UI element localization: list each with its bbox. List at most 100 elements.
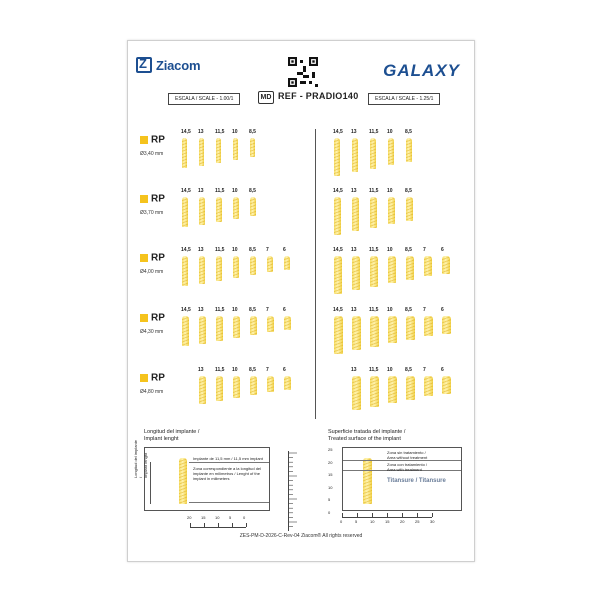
implant-silhouette [216,138,221,163]
length-label: 11,5 [369,129,379,135]
length-label: 11,5 [215,307,225,313]
platform-label: RP [151,372,165,384]
length-label: 8,5 [249,247,256,253]
length-label: 7 [423,247,426,253]
md-badge: MD [258,91,274,104]
surface-diagram-implant [363,458,372,504]
diameter-label: Ø4,30 mm [140,329,164,335]
length-label: 14,5 [333,307,343,313]
surface-section-title: Superficie tratada del implante / Treate… [328,429,405,443]
implant-silhouette [388,316,397,344]
length-label: 8,5 [249,367,256,373]
implant-silhouette [442,256,450,274]
surface-htick-label: 15 [385,519,390,524]
length-title-line2: Implant lenght [144,436,179,442]
length-label: 13 [198,367,204,373]
implant-silhouette [267,376,275,393]
length-label: 10 [232,307,238,313]
length-label: 13 [198,188,204,194]
implant-silhouette [199,376,207,404]
length-diagram: Longitud del implante / Implant lenght I… [133,440,270,511]
implant-color-swatch [140,194,148,203]
implant-color-swatch [140,135,148,144]
length-label: 10 [232,129,238,135]
implant-silhouette [216,197,222,222]
template-sheet: Ziacom GALAXY ESCALA / SCALE - 1.00/1 MD… [127,40,475,562]
implant-silhouette [352,256,360,291]
length-section-title: Longitud del implante / Implant lenght [144,429,199,443]
length-label: 8,5 [405,307,412,313]
length-label: 8,5 [249,188,256,194]
length-label: 13 [351,367,357,373]
length-label: 13 [351,129,357,135]
column-divider [315,129,316,419]
surface-vtick-label: 20 [328,459,333,465]
ruler-tick-label: 0 [243,515,246,520]
surface-vtick-label: 5 [328,497,331,502]
implant-silhouette [199,138,204,166]
length-label: 8,5 [405,129,412,135]
implant-silhouette [406,256,414,280]
surface-vtick-label: 15 [328,472,333,477]
implant-silhouette [406,138,413,162]
ruler-tick-mark [232,523,233,527]
length-label: 6 [441,247,444,253]
implant-silhouette [370,256,378,287]
surface-htick-mark [357,513,358,517]
surface-note-2: Zona con tratamiento / Area with treatme… [387,462,427,472]
implant-silhouette [199,256,206,284]
length-label: 14,5 [181,129,191,135]
implant-silhouette [216,256,223,281]
length-label: 14,5 [333,129,343,135]
length-label: 11,5 [215,188,225,194]
length-label: 8,5 [405,247,412,253]
implant-silhouette [250,197,256,216]
implant-silhouette [284,316,291,331]
ruler-tick-mark [204,523,205,527]
length-side-label: Longitud del implante / Implant lenght [133,438,148,478]
implant-silhouette [284,376,292,391]
length-note-2-line1: Zona correspondiente a la longitud del [193,466,262,471]
length-label: 11,5 [215,247,225,253]
implant-silhouette [233,197,239,219]
implant-silhouette [352,138,359,173]
ruler-tick-mark [218,523,219,527]
surface-htick-label: 25 [415,519,420,524]
platform-label: RP [151,252,165,264]
length-label: 14,5 [181,307,191,313]
implant-silhouette [334,197,341,235]
implant-silhouette [284,256,291,271]
length-label: 7 [423,367,426,373]
implant-color-swatch [140,373,148,382]
length-label: 8,5 [249,129,256,135]
ruler-tick-mark [190,523,191,527]
implant-silhouette [182,138,187,169]
implant-silhouette [424,316,433,337]
surface-htick-label: 20 [400,519,405,524]
implant-silhouette [267,316,274,333]
implant-silhouette [250,376,258,395]
surface-htick-mark [372,513,373,517]
length-label: 10 [232,367,238,373]
length-label: 6 [441,307,444,313]
implant-color-swatch [140,313,148,322]
length-note-1: Implante de 11,5 mm / 11,5 mm implant [193,456,263,461]
surface-title-line2: Treated surface of the implant [328,436,401,442]
length-note-2: Zona correspondiente a la longitud del i… [193,466,267,481]
length-label: 11,5 [369,188,379,194]
implant-silhouette [442,376,452,394]
surface-htick-label: 30 [430,519,435,524]
length-side-label-line2: Implant lenght [143,452,148,478]
length-diagram-implant [179,458,187,504]
surface-htick-mark [387,513,388,517]
implant-silhouette [182,197,188,228]
length-label: 10 [387,129,393,135]
qr-code-icon [288,57,318,87]
length-label: 10 [387,307,393,313]
implant-silhouette [352,376,362,411]
